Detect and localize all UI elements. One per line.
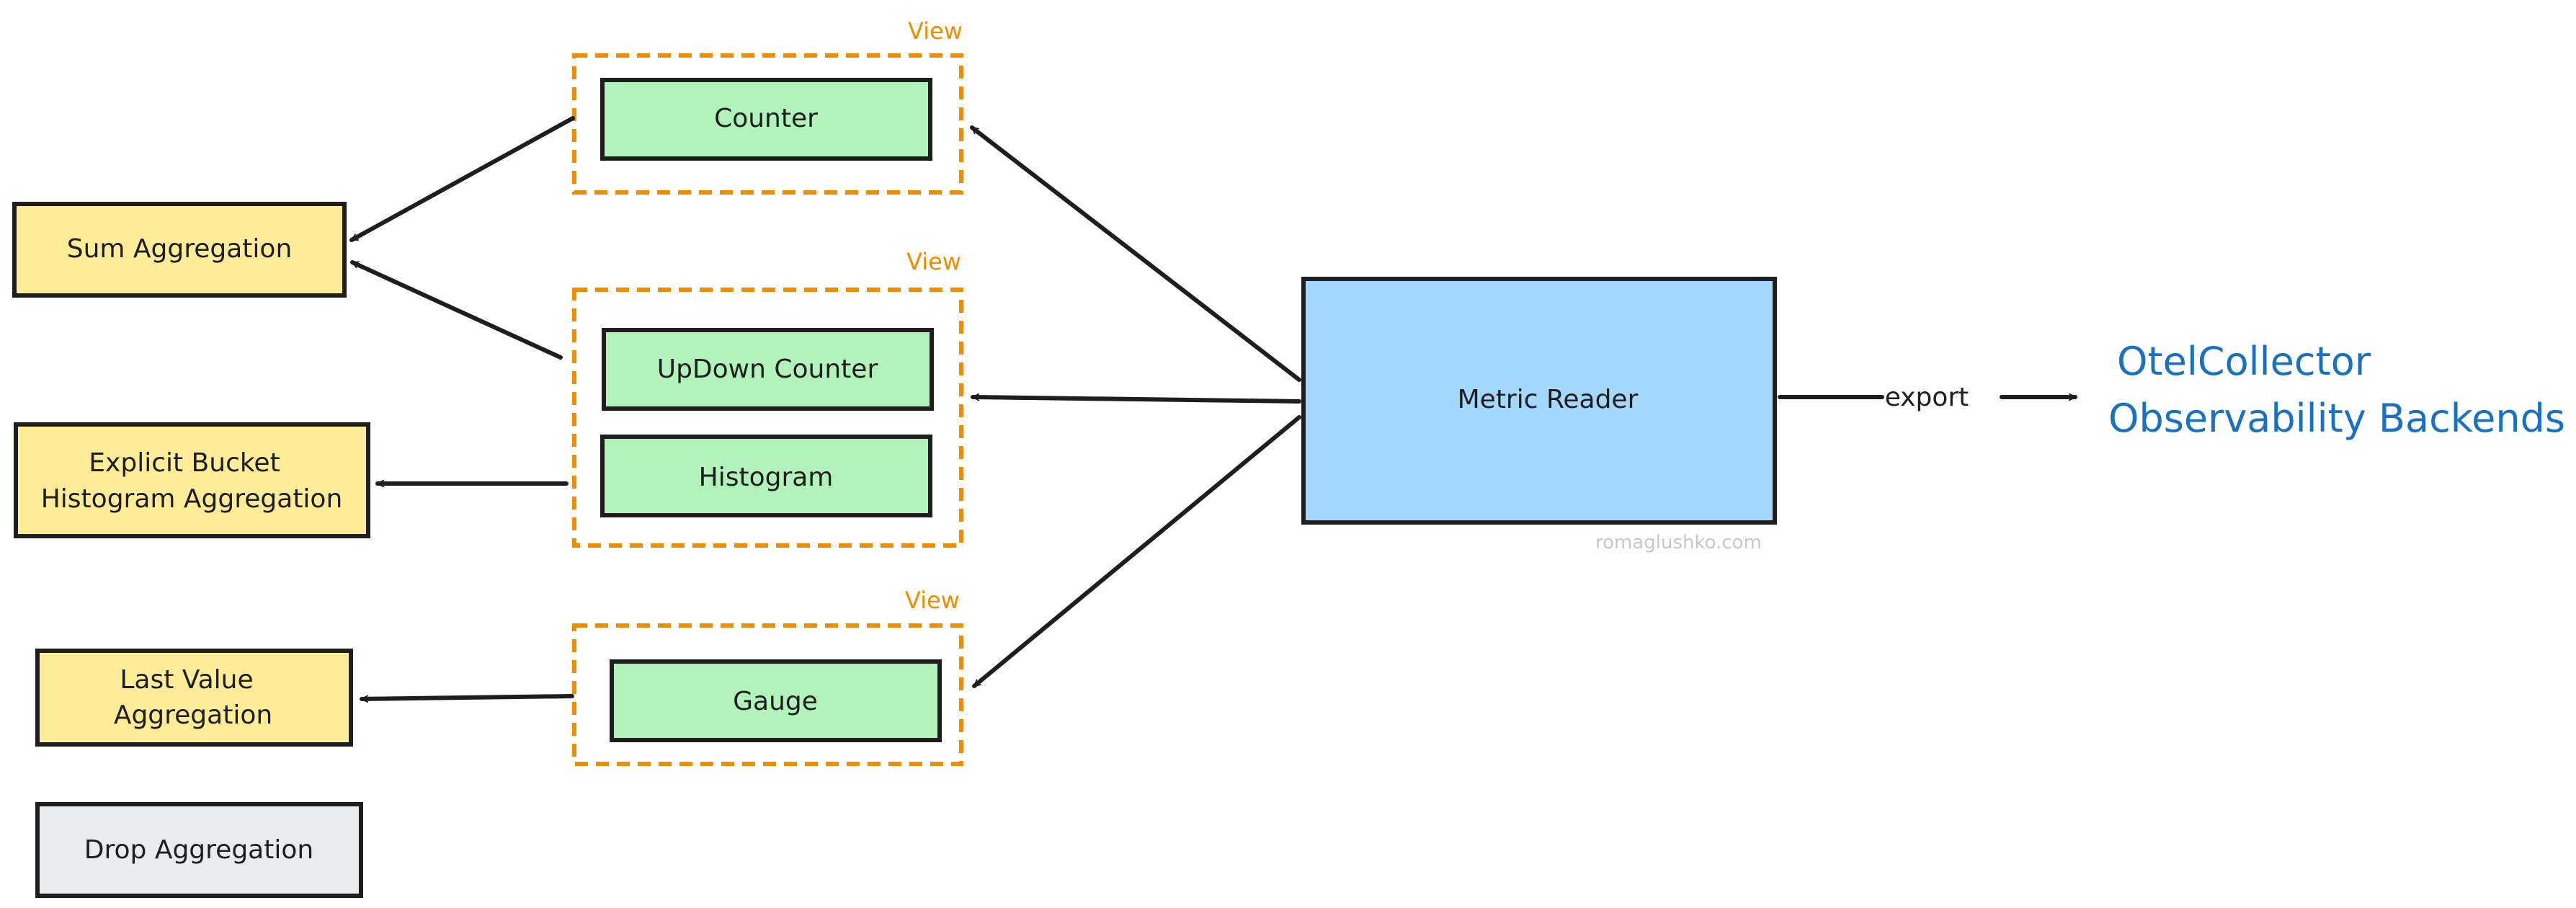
instrument-histogram-label: Histogram [699,463,834,492]
aggregation-last-value-line2: Aggregation [114,700,272,730]
arrow-updown-to-sum [350,260,563,360]
export-label: export [1885,383,1969,412]
view-group-counter: View Counter [572,17,963,195]
view-border-gauge [572,623,963,766]
instrument-gauge-box [610,659,942,742]
backend-observability: Observability Backends [2108,396,2565,441]
view-label-updown-histogram: View [906,248,961,275]
view-border-counter [572,53,963,195]
view-group-updown-histogram: View UpDown Counter Histogram [572,248,963,548]
instrument-updown-counter-label: UpDown Counter [657,355,878,384]
view-group-gauge: View Gauge [572,587,963,766]
aggregation-last-value-box [35,649,353,747]
aggregation-sum-box [12,202,347,298]
instrument-updown-counter-box [602,328,934,411]
aggregation-drop: Drop Aggregation [35,802,363,898]
backend-otelcollector: OtelCollector [2117,339,2371,384]
aggregation-last-value: Last Value Aggregation [35,649,353,747]
aggregation-explicit-bucket: Explicit Bucket Histogram Aggregation [14,422,370,538]
aggregation-sum: Sum Aggregation [12,202,347,298]
aggregation-last-value-line1: Last Value [120,665,253,695]
arrow-gauge-to-last-value [360,694,574,703]
aggregation-explicit-bucket-box [14,422,370,538]
aggregation-sum-label: Sum Aggregation [67,234,293,264]
arrow-reader-to-gauge [972,415,1301,688]
instrument-histogram-box [600,435,932,517]
metric-reader-box [1301,277,1777,525]
aggregation-drop-label: Drop Aggregation [84,835,313,865]
aggregation-drop-box [35,802,363,898]
metric-reader: Metric Reader [1301,277,1777,525]
view-label-gauge: View [905,587,960,614]
metric-reader-label: Metric Reader [1458,385,1639,414]
arrow-counter-to-sum [349,116,575,242]
arrow-reader-to-counter [970,125,1301,382]
view-border-updown-histogram [572,288,963,548]
backends: OtelCollector Observability Backends [2108,339,2565,441]
arrows [349,116,2077,703]
instrument-gauge-label: Gauge [733,687,818,716]
instrument-counter-label: Counter [714,104,818,133]
aggregation-explicit-bucket-line2: Histogram Aggregation [41,484,343,514]
view-label-counter: View [908,17,963,45]
arrow-reader-to-updown [971,393,1301,404]
aggregation-explicit-bucket-line1: Explicit Bucket [89,448,280,478]
watermark: romaglushko.com [1595,532,1762,553]
instrument-counter-box [600,78,932,161]
